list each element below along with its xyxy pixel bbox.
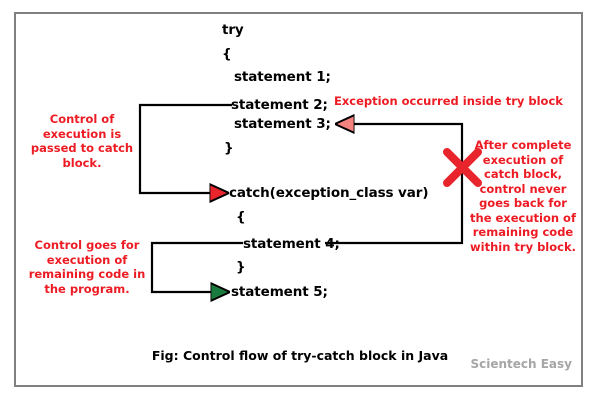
code-line-statement-5: statement 5; — [231, 284, 328, 300]
code-line-try: try — [222, 22, 244, 38]
figure-caption: Fig: Control flow of try-catch block in … — [151, 348, 449, 363]
code-line-statement-4: statement 4; — [243, 236, 340, 252]
annotation-exception-occurred: Exception occurred inside try block — [334, 94, 563, 108]
annotation-after-complete-execution: After complete execution of catch block,… — [470, 138, 576, 254]
code-line-catch: catch(exception_class var) — [229, 185, 429, 201]
code-line-catch-close-brace: } — [236, 259, 246, 275]
annotation-control-passed-to-catch: Control of execution is passed to catch … — [30, 112, 134, 170]
watermark: Scientech Easy — [470, 357, 572, 371]
code-line-catch-open-brace: { — [236, 209, 246, 225]
code-line-try-open-brace: { — [222, 46, 232, 62]
code-line-statement-3: statement 3; — [234, 116, 331, 132]
annotation-control-goes-for-remaining: Control goes for execution of remaining … — [28, 238, 146, 296]
code-line-try-close-brace: } — [224, 140, 234, 156]
code-line-statement-1: statement 1; — [234, 69, 331, 85]
code-line-statement-2: statement 2; — [231, 97, 328, 113]
figure-border — [14, 12, 583, 387]
